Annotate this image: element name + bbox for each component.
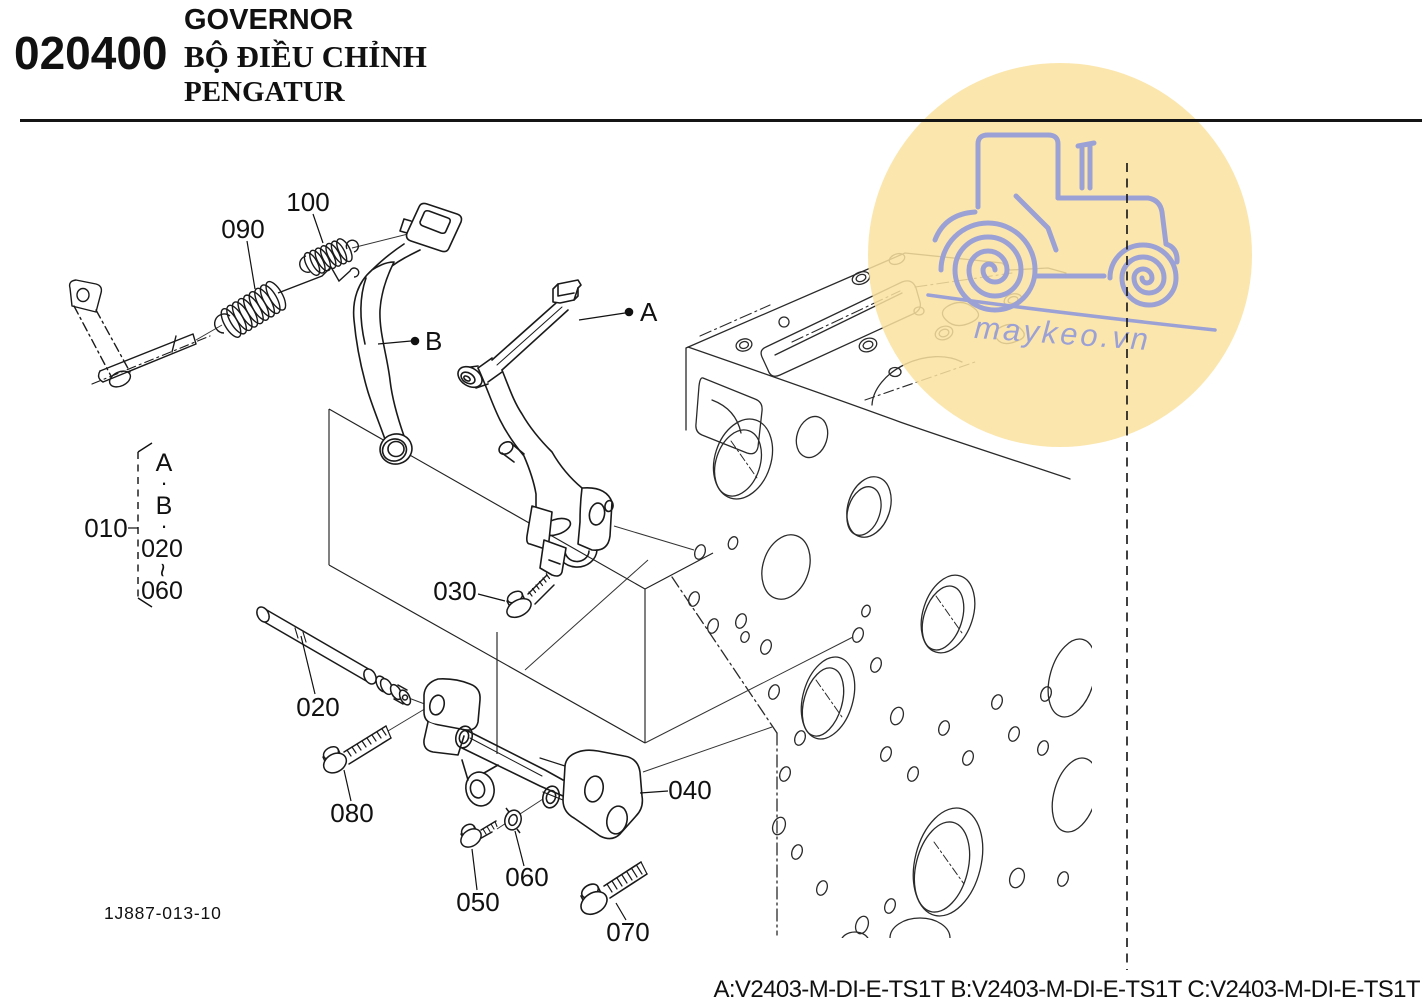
tractor-logo-icon <box>926 132 1217 332</box>
bullet-a <box>624 307 634 317</box>
callout-080: 080 <box>330 798 373 828</box>
callout-030: 030 <box>433 576 476 606</box>
bracket-040-drawing <box>423 678 644 840</box>
callout-050: 050 <box>456 887 499 917</box>
lever-a-drawing <box>457 279 614 577</box>
header-rule <box>20 119 1422 122</box>
callout-100: 100 <box>286 187 329 217</box>
drawing-number: 1J887-013-10 <box>104 903 222 923</box>
rod-020-drawing <box>256 606 412 706</box>
callout-090: 090 <box>221 214 264 244</box>
callout-ref-b: B <box>425 326 442 356</box>
callout-ref-a: A <box>640 297 658 327</box>
title-indonesian: PENGATUR <box>184 76 345 108</box>
callout-020: 020 <box>296 692 339 722</box>
callout-leaders <box>128 213 669 921</box>
spring-090 <box>213 265 360 338</box>
projection-lines <box>195 229 854 830</box>
callout-060: 060 <box>505 862 548 892</box>
group-010-item: B <box>156 492 173 520</box>
section-code: 020400 <box>14 27 168 79</box>
title-vietnamese: BỘ ĐIỀU CHỈNH <box>184 39 427 74</box>
bolt-030-drawing <box>506 573 555 619</box>
group-010-bracket: A · B · 020 ~ 060 <box>137 442 183 608</box>
group-010-item: A <box>156 449 173 477</box>
bolt-080-drawing <box>322 725 392 774</box>
callout-labels: 090 100 B A 030 020 080 040 050 060 070 … <box>84 187 711 947</box>
watermark-circle <box>868 63 1252 447</box>
projection-planes <box>328 408 714 754</box>
reference-lever-drawing <box>68 279 211 388</box>
bolt-070-drawing <box>580 861 648 916</box>
group-010-item: 060 <box>141 577 183 605</box>
title-english: GOVERNOR <box>184 4 354 36</box>
bolt-050-drawing <box>460 820 498 848</box>
callout-070: 070 <box>606 917 649 947</box>
group-010-item: 020 <box>141 535 183 563</box>
group-010-item: · <box>160 470 167 495</box>
group-010-item: · <box>160 513 167 538</box>
callout-010: 010 <box>84 513 127 543</box>
model-codes: A:V2403-M-DI-E-TS1T B:V2403-M-DI-E-TS1T … <box>713 976 1420 1003</box>
lever-b-drawing <box>352 202 463 465</box>
bullet-b <box>410 336 420 346</box>
group-010-item: ~ <box>148 563 176 578</box>
washer-060-drawing <box>504 807 522 834</box>
callout-040: 040 <box>668 775 711 805</box>
spring-100 <box>299 238 360 277</box>
title-block: GOVERNOR BỘ ĐIỀU CHỈNH PENGATUR <box>184 4 427 107</box>
